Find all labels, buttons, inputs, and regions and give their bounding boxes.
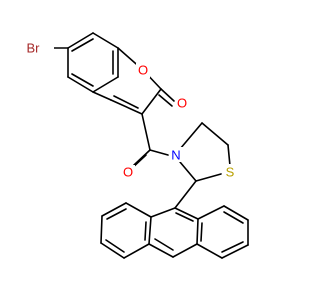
bond (71, 38, 94, 52)
bond (101, 202, 127, 217)
bond (144, 221, 147, 241)
bond (223, 205, 249, 221)
bond (196, 243, 223, 259)
bond (133, 149, 151, 166)
bond (195, 173, 222, 182)
bond (100, 215, 103, 244)
bond (197, 205, 225, 220)
bond (179, 122, 203, 150)
bond (221, 241, 244, 253)
bond (110, 99, 143, 115)
bond (154, 238, 174, 251)
bond (148, 243, 174, 258)
bond (150, 207, 176, 218)
bond (125, 202, 152, 218)
ring-oxygen-atom-label: O (138, 63, 148, 78)
bond (179, 161, 197, 182)
bond (160, 88, 175, 102)
bond (175, 212, 194, 222)
bond (148, 216, 152, 245)
amide-carbonyl-oxygen-label: O (123, 165, 133, 180)
bond (174, 180, 197, 209)
bond (141, 88, 162, 115)
bond (92, 76, 119, 93)
bond (100, 242, 125, 259)
sulfur-atom-label: S (226, 165, 235, 180)
molecule-canvas: Br O O O N S (26, 32, 249, 259)
bond (149, 149, 169, 156)
bond (123, 243, 150, 259)
bond (172, 243, 198, 258)
nitrogen-atom-label: N (171, 148, 180, 163)
bond (92, 32, 119, 49)
bond (106, 208, 127, 220)
bond (227, 144, 231, 167)
lactone-carbonyl-oxygen-label: O (177, 96, 187, 111)
bond (221, 244, 249, 259)
bond (201, 122, 229, 146)
molecule-structure: Br O O O N S (27, 32, 249, 259)
bond (113, 95, 139, 109)
bond (67, 32, 94, 49)
bond (141, 113, 151, 151)
bond (223, 211, 244, 224)
bond (200, 222, 203, 242)
bond (196, 218, 199, 245)
bond (92, 91, 112, 101)
atom-labels: Br O O O N S (27, 39, 237, 180)
bromine-atom-label: Br (27, 41, 41, 56)
bond (67, 76, 94, 93)
bond (158, 94, 173, 107)
bond (105, 239, 125, 253)
bond (174, 207, 199, 220)
bond (71, 73, 94, 87)
